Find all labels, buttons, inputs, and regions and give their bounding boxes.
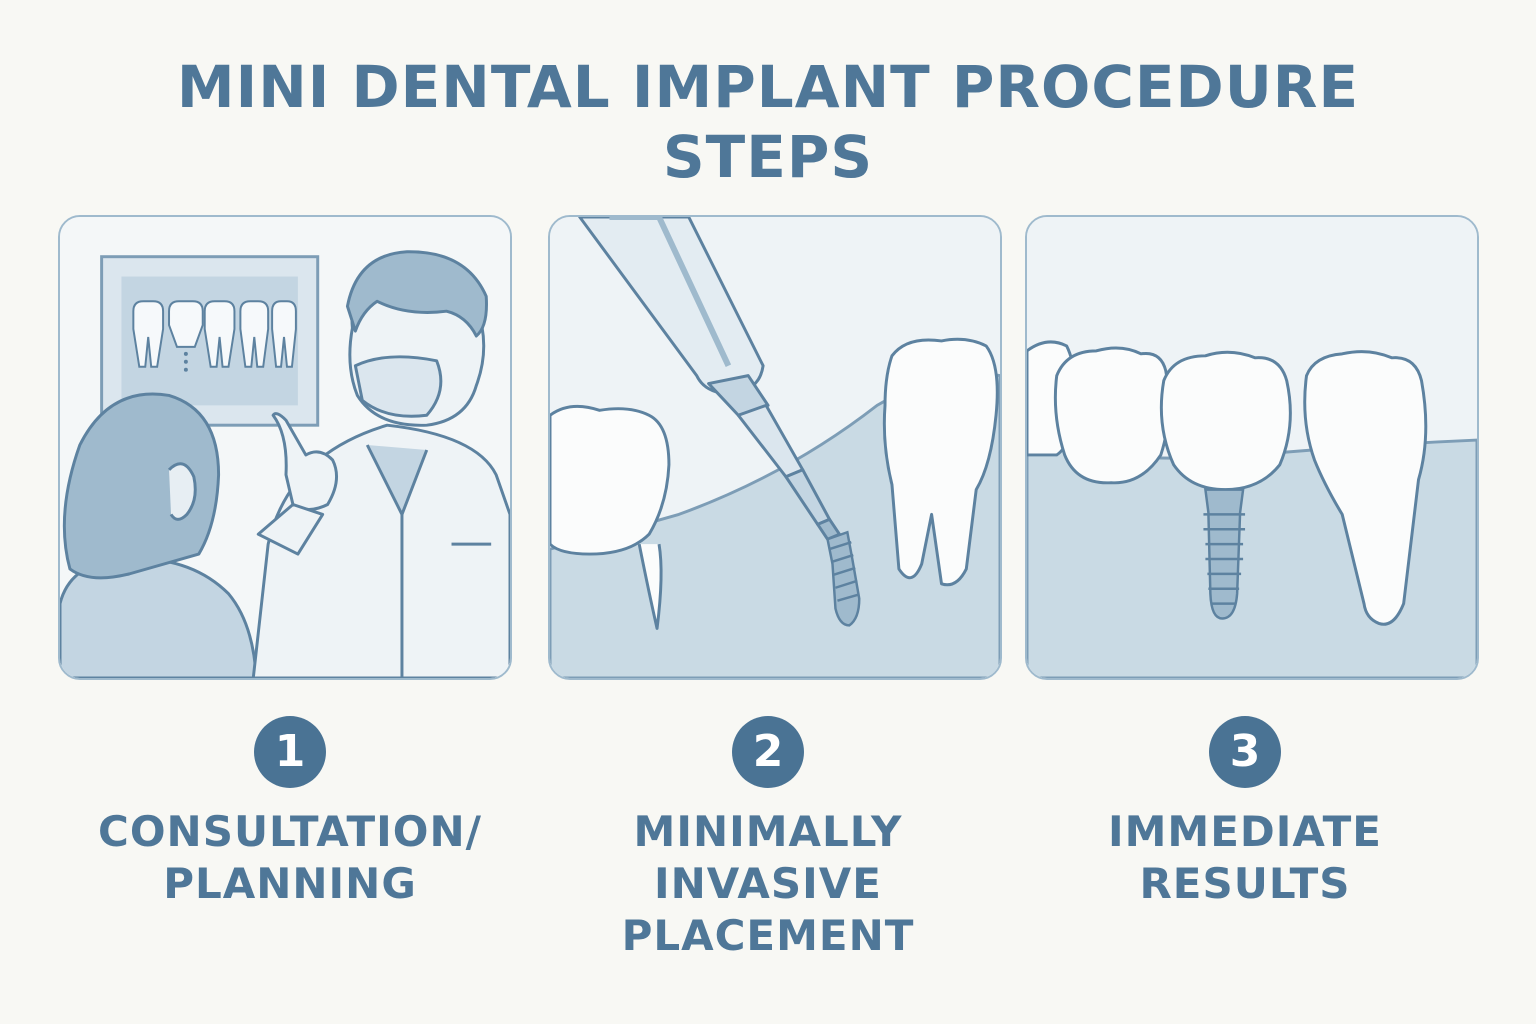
step-1-label: CONSULTATION/ PLANNING [50, 806, 530, 910]
xray-board [100, 255, 320, 427]
step-2-number-badge: 2 [732, 716, 804, 788]
step-1-illustration [58, 215, 512, 680]
title-line-1: MINI DENTAL IMPLANT PROCEDURE [176, 53, 1360, 121]
step-2-label-line-3: PLACEMENT [621, 911, 915, 960]
step-2-label-line-1: MINIMALLY [633, 807, 903, 856]
step-1-number-badge: 1 [254, 716, 326, 788]
page-title: MINI DENTAL IMPLANT PROCEDURE STEPS [0, 52, 1536, 192]
step-1-label-line-1: CONSULTATION/ [98, 807, 482, 856]
neighbor-tooth-left [1053, 346, 1171, 485]
step-3-number-badge: 3 [1209, 716, 1281, 788]
mini-implant [826, 530, 861, 627]
step-2-label: MINIMALLY INVASIVE PLACEMENT [528, 806, 1008, 962]
dental-handpiece [578, 217, 841, 541]
step-1-label-line-2: PLANNING [163, 859, 417, 908]
step-3-illustration [1025, 215, 1479, 680]
mini-implant [1203, 488, 1246, 620]
step-2-label-line-2: INVASIVE [653, 859, 882, 908]
patient [60, 392, 258, 678]
dentist [251, 250, 510, 678]
step-3-label: IMMEDIATE RESULTS [1005, 806, 1485, 910]
right-tooth [1303, 350, 1428, 626]
left-tooth [550, 404, 671, 630]
right-tooth [882, 337, 999, 587]
implant-crown [1159, 350, 1292, 492]
title-line-2: STEPS [662, 123, 874, 191]
step-2-illustration [548, 215, 1002, 680]
step-3-label-line-1: IMMEDIATE [1108, 807, 1382, 856]
step-3-label-line-2: RESULTS [1139, 859, 1351, 908]
